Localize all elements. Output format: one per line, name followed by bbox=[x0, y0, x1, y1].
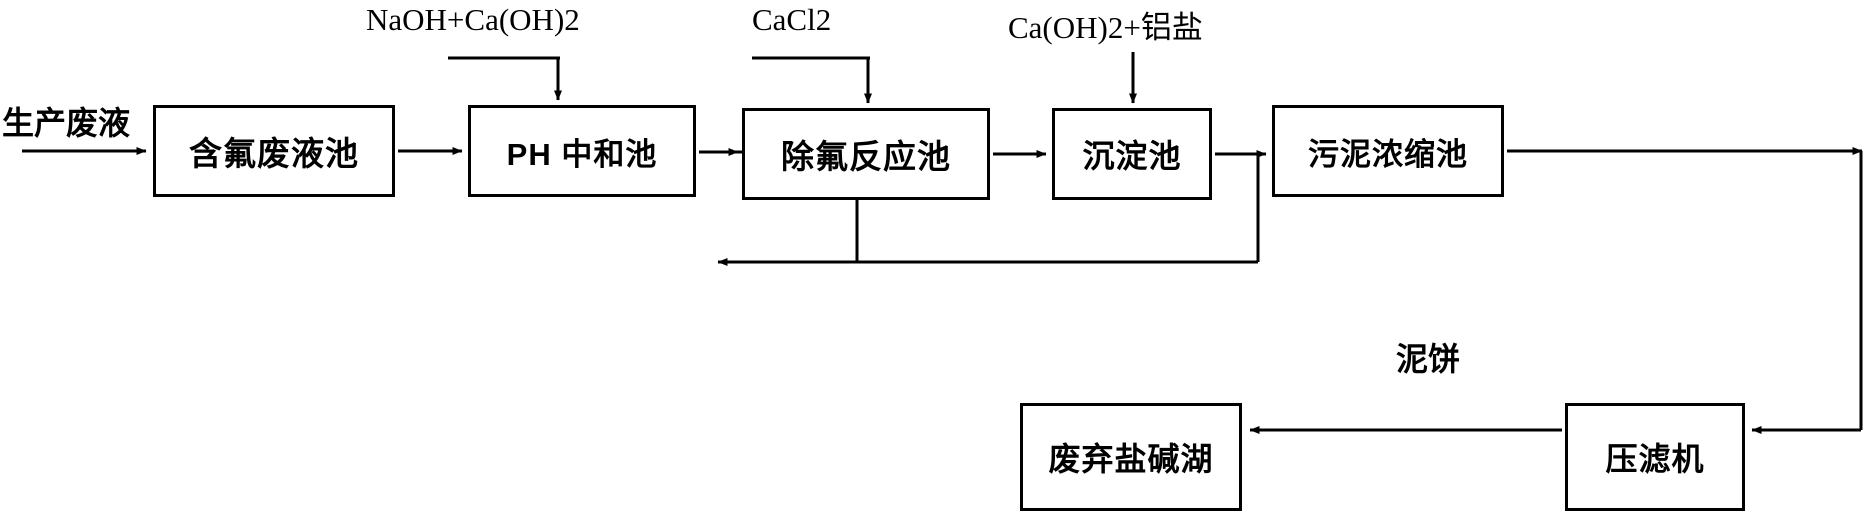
node-defluorination-reaction-pool[interactable]: 除氟反应池 bbox=[742, 108, 990, 200]
reagent-label-cacl2: CaCl2 bbox=[752, 2, 832, 37]
connector-recycle-loop bbox=[717, 154, 1260, 266]
node-filter-press[interactable]: 压滤机 bbox=[1565, 403, 1745, 511]
node-sedimentation-pool[interactable]: 沉淀池 bbox=[1052, 108, 1212, 200]
connector-reagent2-to-tank3 bbox=[752, 56, 872, 104]
node-abandoned-saline-alkali-lake[interactable]: 废弃盐碱湖 bbox=[1020, 403, 1242, 511]
node-fluoride-waste-pool[interactable]: 含氟废液池 bbox=[153, 105, 395, 197]
connector-tank5-to-tank7 bbox=[1507, 147, 1863, 434]
edge-label-inlet: 生产废液 bbox=[2, 105, 131, 141]
edge-label-mudcake: 泥饼 bbox=[1396, 341, 1461, 377]
node-sludge-thickening-pool[interactable]: 污泥浓缩池 bbox=[1272, 105, 1504, 197]
node-ph-neutralization-pool[interactable]: PH 中和池 bbox=[468, 105, 696, 197]
reagent-label-caoh2-aluminum-salt: Ca(OH)2+铝盐 bbox=[1008, 10, 1203, 45]
reagent-label-naoh-caoh2: NaOH+Ca(OH)2 bbox=[366, 2, 580, 37]
connector-reagent1-to-tank2 bbox=[448, 56, 562, 101]
